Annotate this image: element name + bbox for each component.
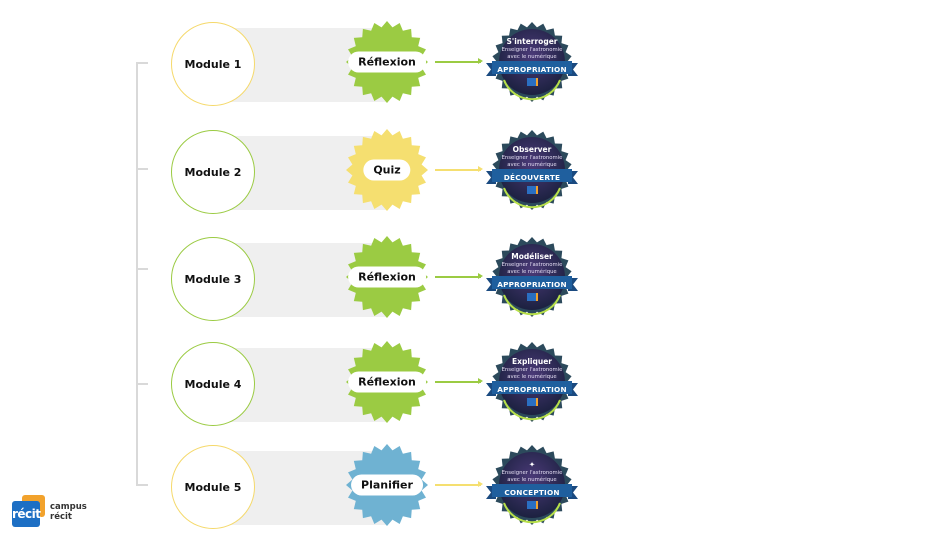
badge-subtitle: Enseigner l'astronomie avec le numérique [486,155,578,169]
module-circle[interactable]: Module 2 [171,130,255,214]
module-circle[interactable]: Module 1 [171,22,255,106]
badge-subtitle-line-2: avec le numérique [507,374,557,380]
module-row: Module 3 Réflexion [0,235,940,325]
module-circle[interactable]: Module 3 [171,237,255,321]
activity-burst[interactable]: Réflexion [345,340,429,424]
recit-logo-icon [527,398,538,406]
logo-recit-mark: récit [12,501,41,527]
badge-subtitle-line-1: Enseigner l'astronomie [501,47,563,53]
badge-subtitle: Enseigner l'astronomie avec le numérique [486,47,578,61]
timeline-tick [136,268,148,270]
badge-subtitle: Enseigner l'astronomie avec le numérique [486,367,578,381]
module-row: Module 4 Réflexion [0,340,940,430]
timeline-tick [136,383,148,385]
badge-subtitle-line-2: avec le numérique [507,162,557,168]
badge-subtitle-line-1: Enseigner l'astronomie [501,470,563,476]
activity-label: Planifier [351,474,423,496]
campus-recit-logo: récit campus récit [12,495,102,531]
recit-logo-icon [527,293,538,301]
module-label: Module 5 [184,480,242,494]
arrow-icon [435,58,483,64]
badge-title: Modéliser [511,252,553,261]
badge-shape [486,237,578,317]
arrow-icon [435,273,483,279]
badge-subtitle: Enseigner l'astronomie avec le numérique [486,470,578,484]
recit-logo-icon [527,78,538,86]
badge-title: Expliquer [512,357,552,366]
activity-burst[interactable]: Réflexion [345,20,429,104]
logo-text: campus récit [50,502,87,522]
badge-shape [486,22,578,102]
badge[interactable]: S'interroger Enseigner l'astronomie avec… [486,20,578,104]
recit-logo-icon [527,501,538,509]
badge-level: APPROPRIATION [497,65,567,74]
badge-level: APPROPRIATION [497,280,567,289]
timeline-tick [136,484,148,486]
module-row: Module 2 Quiz [0,128,940,218]
module-circle[interactable]: Module 4 [171,342,255,426]
badge-shape [486,445,578,525]
badge-title: Observer [512,145,552,154]
module-label: Module 3 [184,272,242,286]
recit-logo-icon [527,186,538,194]
arrow-icon [435,481,483,487]
activity-burst[interactable]: Quiz [345,128,429,212]
badge[interactable]: ✦ Enseigner l'astronomie avec le numériq… [486,443,578,527]
activity-label: Réflexion [348,266,426,288]
activity-burst[interactable]: Réflexion [345,235,429,319]
activity-burst[interactable]: Planifier [345,443,429,527]
timeline-tick [136,168,148,170]
badge-subtitle-line-1: Enseigner l'astronomie [501,367,563,373]
activity-label: Réflexion [348,371,426,393]
module-label: Module 2 [184,165,242,179]
badge-subtitle-line-1: Enseigner l'astronomie [501,262,563,268]
logo-line-1: campus [50,502,87,512]
badge[interactable]: Expliquer Enseigner l'astronomie avec le… [486,340,578,424]
badge-subtitle-line-1: Enseigner l'astronomie [501,155,563,161]
module-circle[interactable]: Module 5 [171,445,255,529]
badge-title: ✦ [528,460,536,469]
badge-level: CONCEPTION [504,488,560,497]
timeline-line [136,62,138,486]
logo-line-2: récit [50,512,72,522]
badge-level: DÉCOUVERTE [503,173,561,182]
badge-level: APPROPRIATION [497,385,567,394]
badge-title: S'interroger [506,37,558,46]
badge-shape [486,130,578,210]
badge-subtitle-line-2: avec le numérique [507,269,557,275]
module-label: Module 4 [184,377,242,391]
activity-label: Réflexion [348,51,426,73]
timeline-tick [136,62,148,64]
badge[interactable]: Observer Enseigner l'astronomie avec le … [486,128,578,212]
badge-subtitle: Enseigner l'astronomie avec le numérique [486,262,578,276]
badge-subtitle-line-2: avec le numérique [507,477,557,483]
badge[interactable]: Modéliser Enseigner l'astronomie avec le… [486,235,578,319]
activity-label: Quiz [363,159,411,181]
module-row: Module 1 Réflexion [0,20,940,110]
module-row: Module 5 Planifier [0,443,940,533]
arrow-icon [435,166,483,172]
arrow-icon [435,378,483,384]
module-label: Module 1 [184,57,242,71]
badge-shape [486,342,578,422]
badge-subtitle-line-2: avec le numérique [507,54,557,60]
